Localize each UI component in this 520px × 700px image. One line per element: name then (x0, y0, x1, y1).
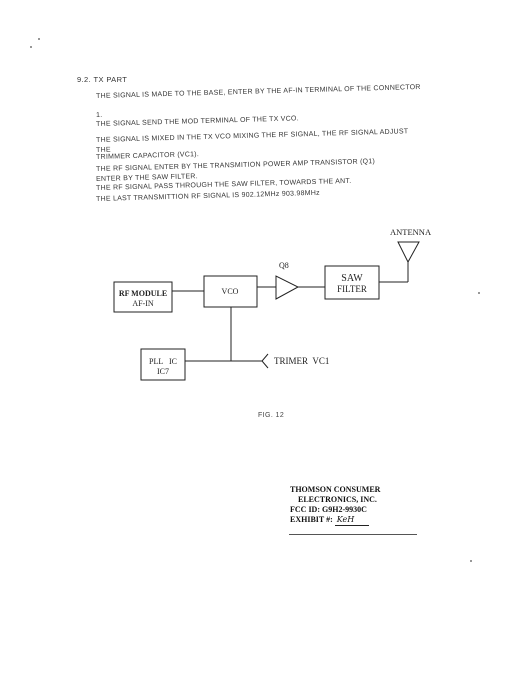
antenna-symbol (397, 241, 420, 264)
rf-module-box (113, 281, 173, 313)
stamp-exhibit-label: EXHIBIT #: (290, 515, 333, 524)
scan-speck (478, 292, 480, 294)
filter-label: FILTER (337, 284, 367, 294)
fcc-stamp: THOMSON CONSUMER ELECTRONICS, INC. FCC I… (290, 485, 450, 526)
q8-label: Q8 (279, 261, 289, 270)
scan-speck (38, 38, 40, 40)
stamp-fcc-id: FCC ID: G9H2-9930C (290, 505, 367, 514)
stamp-company-2: ELECTRONICS, INC. (298, 495, 377, 504)
stamp-company: THOMSON CONSUMER (290, 485, 381, 494)
vco-label: VCO (222, 287, 239, 296)
body-line: 1. (96, 111, 103, 119)
saw-label: SAW (341, 273, 363, 284)
body-line: THE SIGNAL IS MIXED IN THE TX VCO MIXING… (96, 128, 409, 144)
block-diagram: RF MODULE AF-IN VCO Q8 SAW FILTER ANTENN… (113, 227, 432, 381)
trimmer-label: TRIMER VC1 (274, 356, 329, 366)
pll-label: PLL IC (149, 357, 177, 366)
trimmer-arrow (261, 353, 269, 369)
antenna-label: ANTENNA (390, 227, 432, 237)
body-line: THE LAST TRANSMITTION RF SIGNAL IS 902.1… (96, 189, 320, 203)
af-in-label: AF-IN (132, 299, 154, 308)
stamp-exhibit-row: EXHIBIT #: KeH (290, 515, 450, 526)
figure-caption: FIG. 12 (258, 412, 285, 419)
body-line: TRIMMER CAPACITOR (VC1). (96, 151, 200, 161)
section-heading: 9.2. TX PART (77, 75, 128, 84)
scan-speck (470, 560, 472, 562)
rf-module-label: RF MODULE (119, 289, 167, 298)
body-line: THE SIGNAL IS MADE TO THE BASE, ENTER BY… (96, 83, 421, 100)
body-line: THE SIGNAL SEND THE MOD TERMINAL OF THE … (96, 115, 299, 128)
stamp-underline (289, 534, 417, 535)
pll-box (140, 348, 186, 381)
ic7-label: IC7 (157, 367, 169, 376)
scan-speck (30, 46, 32, 48)
stamp-exhibit-value: KeH (334, 515, 369, 526)
amplifier-symbol (275, 275, 300, 300)
body-line: THE RF SIGNAL ENTER BY THE TRANSMITION P… (96, 158, 376, 173)
body-line: ENTER BY THE SAW FILTER. (96, 173, 198, 183)
